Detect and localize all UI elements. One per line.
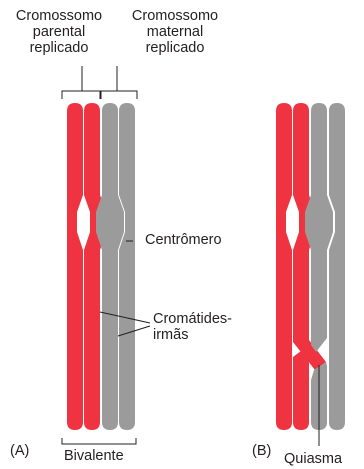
parental-chromosome-label: Cromossomo parental replicado [15, 8, 103, 56]
maternal-bracket [100, 90, 138, 99]
maternal-chromatid-a2 [119, 103, 135, 430]
chromatid-leader-2 [117, 325, 151, 337]
chiasma-label: Quiasma [284, 451, 343, 467]
parental-chromatid-b1 [276, 103, 292, 430]
maternal-chromatid-b1-upper [305, 103, 333, 352]
centromere-label: Centrômero [145, 232, 222, 248]
maternal-chromosome-label: Cromossomo maternal replicado [131, 8, 219, 56]
maternal-chromatid-b2 [329, 103, 345, 430]
parental-chromatid-a1 [67, 103, 83, 430]
parental-chromatid-b2-lower [293, 345, 316, 430]
panel-a-label: (A) [10, 443, 30, 459]
maternal-chromatid-a1 [96, 103, 124, 430]
sister-chromatids-label: Cromátides- irmãs [153, 311, 232, 343]
chromatid-leader-1 [99, 311, 151, 324]
parental-bracket [61, 90, 101, 99]
parental-chromatid-a2 [84, 103, 106, 430]
panel-a-bivalent [67, 103, 135, 430]
bivalent-bracket [61, 438, 137, 445]
panel-b-chiasma [276, 103, 345, 430]
bivalent-label: Bivalente [64, 448, 124, 464]
annotation-lines [61, 66, 320, 446]
panel-b-label: (B) [252, 443, 272, 459]
